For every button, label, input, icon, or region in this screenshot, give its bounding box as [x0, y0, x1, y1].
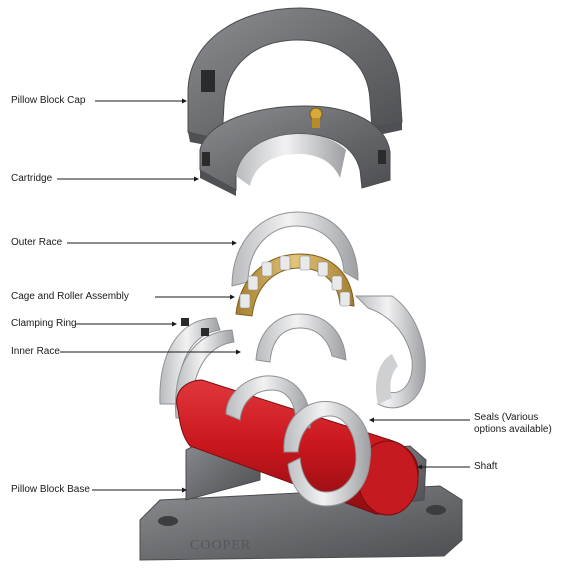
label-pillow-block-cap: Pillow Block Cap	[11, 95, 86, 106]
label-clamping-ring: Clamping Ring	[11, 318, 77, 329]
cage-roller-assembly-part	[235, 253, 355, 317]
brand-mark: COOPER	[190, 538, 251, 553]
label-inner-race: Inner Race	[11, 346, 60, 357]
seals-on-shaft-part	[225, 375, 372, 507]
label-cartridge: Cartridge	[11, 173, 53, 184]
cartridge-part	[199, 105, 391, 196]
label-outer-race: Outer Race	[11, 237, 63, 248]
outer-race-part	[231, 211, 359, 287]
label-cage-and-roller-assembly: Cage and Roller Assembly	[11, 291, 129, 302]
seal-halves-right-part	[354, 295, 426, 409]
inner-race-part	[255, 313, 347, 363]
leader-lines	[57, 98, 470, 493]
label-seals: Seals (Various options available)	[474, 412, 552, 435]
label-shaft: Shaft	[474, 461, 498, 472]
label-pillow-block-base: Pillow Block Base	[11, 484, 90, 495]
